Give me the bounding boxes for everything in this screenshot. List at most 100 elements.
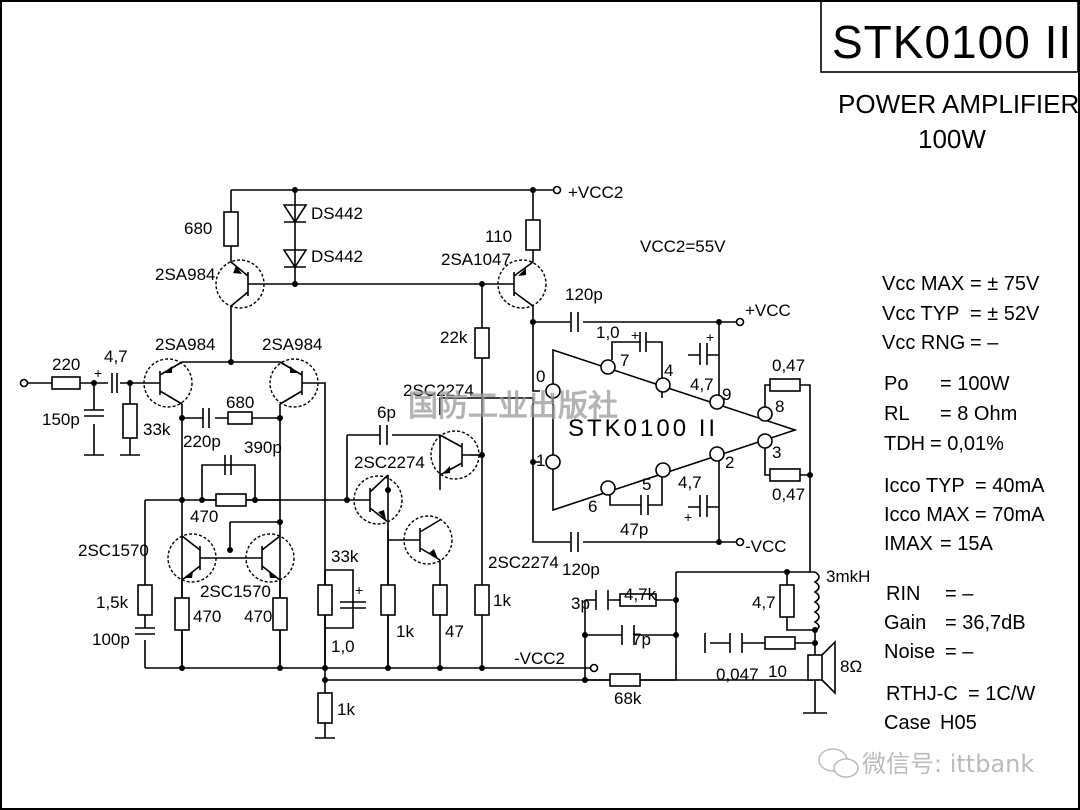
resistor-1k-a (380, 584, 396, 616)
label-r-110: 110 (485, 227, 512, 246)
minus-vcc-terminal (735, 537, 745, 547)
transistor-2sa984-right (269, 358, 319, 408)
spec-value: = 0,01% (930, 433, 1004, 455)
spec-value: = 40mA (975, 475, 1045, 497)
watermark-publisher: 国防工业出版社 (408, 389, 618, 424)
capacitor-4-7-top (688, 343, 719, 365)
transistor-2sa1047 (497, 259, 547, 309)
label-plus-vcc2: +VCC2 (568, 183, 623, 202)
polarity-marks: + + + + + (94, 327, 714, 598)
label-vcc2-value: VCC2=55V (640, 237, 726, 256)
spec-label: Vcc TYP (882, 303, 959, 325)
spec-value: = 70mA (975, 504, 1045, 526)
label-q-2sa984-left: 2SA984 (155, 335, 216, 354)
resistor-68k (609, 673, 641, 687)
diode-ds442-1 (282, 204, 308, 224)
resistor-0-47-top (769, 378, 801, 392)
label-r-33k-in: 33k (143, 420, 171, 439)
spec-label: RIN (886, 583, 920, 605)
supply-labels: +VCC2 -VCC2 +VCC -VCC VCC2=55V (514, 183, 791, 668)
spec-value: = 15A (940, 533, 993, 555)
spec-label: Po (884, 373, 908, 395)
wechat-icon (818, 748, 859, 778)
label-c-1-0: 1,0 (331, 637, 355, 656)
capacitor-100p (135, 627, 155, 635)
resistor-47 (432, 584, 448, 616)
spec-label: Gain (884, 612, 926, 634)
title-text: STK0100 II (832, 16, 1072, 68)
label-c-4-7-in: 4,7 (104, 347, 128, 366)
spec-label: RL (884, 403, 910, 425)
resistor-4-7k (619, 593, 657, 607)
spec-label: Vcc MAX (882, 273, 964, 295)
label-c-220p: 220p (183, 432, 221, 451)
speaker-icon (807, 640, 836, 695)
resistor-220 (51, 376, 81, 390)
label-c-6p: 6p (377, 403, 396, 422)
ic-pin-6 (600, 480, 616, 496)
spec-value: = – (945, 583, 974, 605)
wechat-id-text: 微信号: ittbank (862, 750, 1034, 778)
watermark-wechat: 微信号: ittbank (818, 748, 1034, 778)
spec-label: Case (884, 712, 931, 734)
label-r-4-7-out: 4,7 (752, 593, 776, 612)
capacitor-1-0-ic (611, 332, 663, 398)
title-box (820, 0, 1079, 73)
label-q-2sc1570-right: 2SC1570 (200, 582, 271, 601)
junctions (91, 187, 818, 683)
resistor-470-right (272, 597, 288, 631)
label-q-2sc2274-lower: 2SC2274 (488, 553, 559, 572)
label-ds442-1: DS442 (311, 204, 363, 223)
capacitor-7p (621, 625, 635, 645)
resistor-10 (764, 636, 796, 650)
svg-text:+: + (631, 327, 639, 343)
label-r-22k: 22k (440, 328, 468, 347)
capacitor-3p (595, 590, 609, 610)
capacitor-0-047 (704, 633, 743, 653)
label-r-1k-a: 1k (396, 622, 414, 641)
resistor-22k (474, 327, 490, 359)
label-r-0-47-top: 0,47 (772, 356, 805, 375)
inductor-3mkh (813, 571, 820, 631)
component-labels: 680 2SA984 DS442 DS442 110 2SA1047 22k 2… (42, 204, 870, 719)
label-c-390p: 390p (244, 438, 282, 457)
resistor-0-47-bottom (769, 468, 801, 482)
label-r-470-mid: 470 (190, 507, 218, 526)
label-r-68k: 68k (614, 689, 642, 708)
label-c-120p-top: 120p (565, 285, 603, 304)
svg-text:+: + (355, 582, 363, 598)
capacitor-6p (379, 425, 388, 445)
transistor-2sa984-left (142, 358, 193, 408)
resistor-33k-in (122, 403, 138, 439)
label-r-0-47-bottom: 0,47 (772, 485, 805, 504)
transistor-2sc1570-left (167, 533, 230, 583)
transistor-2sa984-bias (215, 259, 268, 309)
label-q-2sa1047: 2SA1047 (441, 250, 511, 269)
ic-triangle (552, 348, 798, 512)
label-r-220: 220 (52, 355, 80, 374)
diode-ds442-2 (282, 249, 308, 269)
spec-label: Vcc RNG (882, 332, 965, 354)
resistor-470-left (174, 597, 190, 631)
ic-pin-label: 2 (725, 453, 734, 472)
ic-pin-label: 7 (620, 351, 629, 370)
plus-vcc2-terminal (552, 185, 562, 195)
label-c-47p: 47p (620, 520, 648, 539)
spec-value: = 8 Ohm (940, 403, 1017, 425)
capacitor-1-0 (340, 601, 366, 609)
label-r-470-right: 470 (244, 607, 272, 626)
capacitor-4-7-bottom (688, 495, 719, 517)
spec-value: = 100W (940, 373, 1010, 395)
terminals (19, 185, 745, 673)
capacitor-390p (224, 455, 232, 475)
label-r-33k-mid: 33k (331, 547, 359, 566)
ic-pin-label: 4 (664, 361, 673, 380)
resistor-470-mid (215, 493, 247, 507)
spec-value: = – (970, 332, 999, 354)
transistor-2sc2274-lower (388, 515, 453, 565)
spec-value: = – (945, 641, 974, 663)
ic-pin-label: 9 (722, 385, 731, 404)
spec-value: = 36,7dB (945, 612, 1026, 634)
ic-pin-8 (757, 406, 773, 422)
spec-label: Icco TYP (884, 475, 965, 497)
